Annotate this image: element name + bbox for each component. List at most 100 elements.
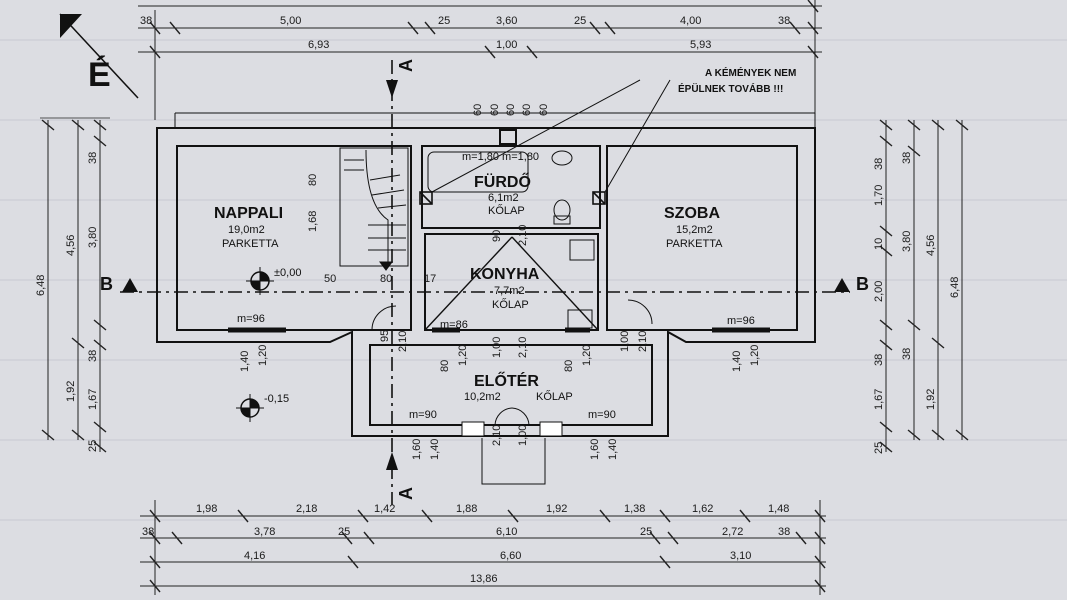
bottom-dim-10: 3,78: [254, 526, 275, 538]
right-dim-38d: 38: [901, 348, 913, 360]
door-210-r: 2,10: [637, 331, 649, 352]
level-main: ±0,00: [274, 267, 301, 279]
bottom-dim-18: 3,10: [730, 550, 751, 562]
right-dim-456: 4,56: [925, 235, 937, 256]
section-b-right-label: B: [856, 274, 869, 294]
left-dim-456: 4,56: [65, 235, 77, 256]
bottom-dim-1: 1,98: [196, 503, 217, 515]
room-szoba-floor: PARKETTA: [666, 238, 723, 250]
bottom-dim-5: 1,92: [546, 503, 567, 515]
right-dim-167: 1,67: [873, 389, 885, 410]
walls: [156, 112, 816, 485]
chimney-note-line1: A KÉMÉNYEK NEM: [705, 66, 796, 79]
win-h-5: 1,60: [411, 439, 423, 460]
room-eloter-area: 10,2m2: [464, 391, 501, 403]
top-dim-9: 1,00: [496, 39, 517, 51]
top-dimension-lines: [138, 0, 822, 120]
door-210-k: 2,10: [517, 225, 529, 246]
door-100-h: 1,00: [491, 337, 503, 358]
bottom-dim-6: 1,38: [624, 503, 645, 515]
bottom-dimension-lines: [140, 500, 826, 595]
gap-2: 60: [489, 104, 501, 116]
top-dim-1: 38: [140, 15, 152, 27]
room-eloter-name: ELŐTÉR: [474, 371, 539, 390]
right-dim-380: 3,80: [901, 231, 913, 252]
right-dimension-lines: [879, 119, 969, 453]
bottom-dim-17: 6,60: [500, 550, 521, 562]
top-dim-6: 4,00: [680, 15, 701, 27]
bottom-dim-3: 1,42: [374, 503, 395, 515]
door-210-h: 2,10: [517, 337, 529, 358]
win-h-4: 1,20: [749, 345, 761, 366]
chimney-note-line2: ÉPÜLNEK TOVÁBB !!!: [678, 82, 783, 95]
top-dim-3: 25: [438, 15, 450, 27]
right-dim-38a: 38: [873, 158, 885, 170]
stair-top: 80: [307, 174, 319, 186]
win-h-6: 1,40: [429, 439, 441, 460]
gap-1: 60: [472, 104, 484, 116]
door-100-e: 1,00: [517, 425, 529, 446]
chimney-icon: [419, 79, 671, 205]
gap-3: 60: [505, 104, 517, 116]
stair-h: 1,68: [307, 211, 319, 232]
bottom-dim-4: 1,88: [456, 503, 477, 515]
win-h-7: 1,60: [589, 439, 601, 460]
sill-nappali: m=96: [237, 313, 265, 325]
room-konyha-name: KONYHA: [470, 266, 540, 283]
door-210-l: 2,10: [397, 331, 409, 352]
bottom-dim-14: 2,72: [722, 526, 743, 538]
north-label: É: [88, 56, 111, 94]
top-dim-10: 5,93: [690, 39, 711, 51]
left-dim-648: 6,48: [35, 275, 47, 296]
room-furdo-area: 6,1m2: [488, 192, 519, 204]
right-dim-170: 1,70: [873, 185, 885, 206]
stair-w-80: 80: [380, 273, 392, 285]
top-dim-5: 25: [574, 15, 586, 27]
right-dim-38c: 38: [901, 152, 913, 164]
bottom-dim-13: 25: [640, 526, 652, 538]
sill-szoba: m=96: [727, 315, 755, 327]
gap-5: 60: [538, 104, 550, 116]
top-dim-2: 5,00: [280, 15, 301, 27]
win-h-2: 1,20: [257, 345, 269, 366]
section-a-line: [386, 60, 398, 505]
bottom-dim-8: 1,48: [768, 503, 789, 515]
bottom-dim-12: 6,10: [496, 526, 517, 538]
room-konyha-floor: KŐLAP: [492, 297, 529, 311]
left-dim-192: 1,92: [65, 381, 77, 402]
staircase: [339, 147, 409, 271]
gap-4: 60: [521, 104, 533, 116]
win-h-1: 1,40: [239, 351, 251, 372]
right-dim-200: 2,00: [873, 281, 885, 302]
room-furdo-floor: KŐLAP: [488, 203, 525, 217]
room-furdo-name: FÜRDŐ: [474, 172, 531, 191]
left-dimension-lines: [40, 117, 110, 453]
doors: [371, 299, 653, 437]
right-dim-10: 10: [873, 238, 885, 250]
wall-80-r: 80: [563, 360, 575, 372]
room-furdo-height-note: m=1,80 m=1,80: [462, 151, 539, 163]
north-arrow-icon: [59, 13, 139, 99]
wall-120-r: 1,20: [581, 345, 593, 366]
door-95: 95: [379, 330, 391, 342]
bottom-dim-9: 38: [142, 526, 154, 538]
top-dim-7: 38: [778, 15, 790, 27]
level-marker-icon: [246, 267, 274, 295]
bottom-dim-15: 38: [778, 526, 790, 538]
bottom-dim-total: 13,86: [470, 573, 498, 585]
room-szoba-name: SZOBA: [664, 205, 720, 222]
win-h-8: 1,40: [607, 439, 619, 460]
section-b-line: [120, 278, 850, 293]
room-szoba-area: 15,2m2: [676, 224, 713, 236]
left-dim-25: 25: [87, 440, 99, 452]
door-210-e: 2,10: [491, 425, 503, 446]
sill-eloter-left: m=90: [409, 409, 437, 421]
level-outside: -0,15: [264, 393, 289, 405]
room-nappali-area: 19,0m2: [228, 224, 265, 236]
door-100-r: 1,00: [619, 331, 631, 352]
left-dim-38a: 38: [87, 152, 99, 164]
right-dim-38b: 38: [873, 354, 885, 366]
sill-eloter-right: m=90: [588, 409, 616, 421]
right-dim-25: 25: [873, 442, 885, 454]
